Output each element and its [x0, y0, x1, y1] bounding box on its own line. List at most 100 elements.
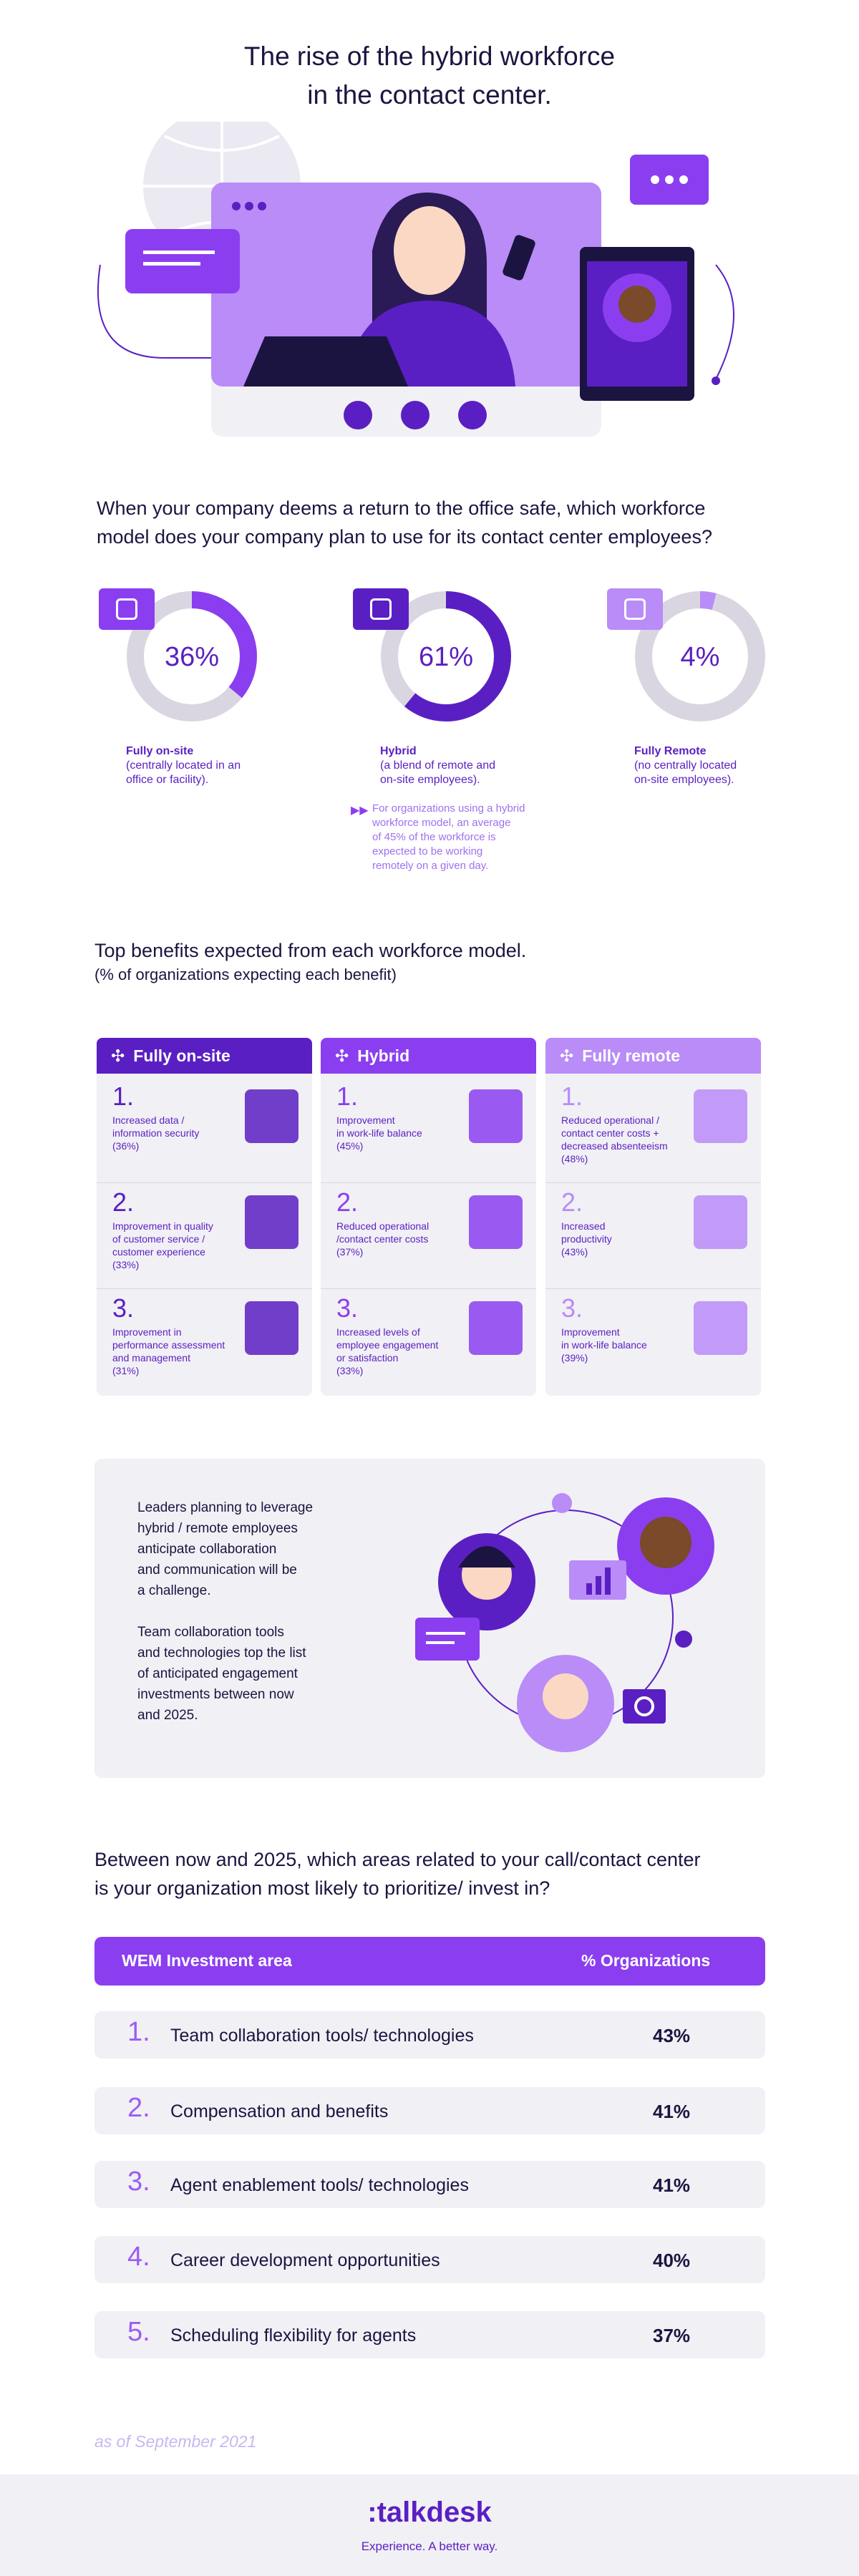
call-button-icon: [401, 401, 430, 429]
question-1: When your company deems a return to the …: [97, 497, 712, 548]
performance-chart-icon: [245, 1301, 299, 1355]
benefit-rank: 1.: [336, 1082, 359, 1111]
benefit-text: Increased data /information security(36%…: [112, 1114, 200, 1152]
card-header: ✣Hybrid: [321, 1038, 536, 1074]
benefit-rank: 3.: [112, 1293, 135, 1323]
donut-percent: 4%: [681, 642, 720, 672]
donut-segment: [381, 591, 511, 721]
lock-folder-icon: [245, 1089, 299, 1143]
row-rank: 5.: [127, 2317, 150, 2347]
card-header: ✣Fully on-site: [97, 1038, 312, 1074]
benefit-rank: 1.: [112, 1082, 135, 1111]
tagline: Experience. A better way.: [361, 2539, 498, 2553]
benefit-card: ✣Fully on-site 1. Increased data /informat…: [97, 1038, 312, 1396]
divider: [545, 1288, 761, 1289]
phone: [503, 235, 535, 281]
column-header-area: WEM Investment area: [122, 1951, 292, 1970]
row-label: Team collaboration tools/ technologies: [170, 2026, 474, 2046]
calendar-cost-icon: [694, 1089, 747, 1143]
divider: [545, 1182, 761, 1183]
footer: [0, 2474, 859, 2576]
balance-scale-icon: [469, 1089, 523, 1143]
row-percent: 41%: [653, 2101, 691, 2122]
customer-service-icon: [245, 1195, 299, 1249]
productivity-chart-icon: [694, 1195, 747, 1249]
date-note: as of September 2021: [94, 2432, 257, 2451]
row-percent: 43%: [653, 2025, 691, 2046]
card-header-icon: ✣: [335, 1046, 349, 1065]
benefits-heading: Top benefits expected from each workforc…: [94, 940, 527, 983]
row-label: Career development opportunities: [170, 2250, 440, 2270]
settings-gear-icon: [623, 1689, 666, 1724]
hybrid-note: ▶▶ For organizations using a hybrid work…: [351, 802, 580, 873]
benefit-rank: 2.: [336, 1187, 359, 1217]
donut-percent: 61%: [419, 642, 473, 672]
donut-percent: 36%: [165, 642, 219, 672]
benefit-rank: 3.: [336, 1293, 359, 1323]
donut-chart: 61%: [381, 591, 511, 721]
row-label: Compensation and benefits: [170, 2101, 389, 2121]
donut-chart: 36%: [127, 591, 257, 721]
card-header-icon: ✣: [111, 1046, 125, 1065]
smile-dot-icon: [675, 1630, 692, 1648]
row-rank: 1.: [127, 2017, 150, 2047]
headset-icon: [607, 588, 663, 630]
table-row: 2. Compensation and benefits 41%: [94, 2087, 765, 2134]
card-header: ✣Fully remote: [545, 1038, 761, 1074]
benefit-item: 2.Reduced operational/contact center cos…: [336, 1188, 536, 1293]
hero-illustration: [97, 122, 734, 437]
benefit-text: Reduced operational/contact center costs…: [336, 1220, 430, 1258]
chat-dot-icon: [552, 1493, 572, 1513]
donut-segment: [127, 591, 257, 721]
benefit-card: ✣Fully remote 1.Reduced operational /cont…: [545, 1038, 761, 1396]
donut-segment: [635, 591, 765, 721]
chat-button-icon: [344, 401, 372, 429]
collaboration-illustration: [415, 1493, 714, 1752]
cost-chart-icon: [469, 1195, 523, 1249]
row-rank: 2.: [127, 2093, 150, 2123]
talkdesk-logo[interactable]: :talkdesk: [367, 2497, 492, 2528]
double-arrow-icon: ▶▶: [351, 805, 369, 817]
donut-chart: 4%: [635, 591, 765, 721]
divider: [321, 1182, 536, 1183]
row-label: Agent enablement tools/ technologies: [170, 2175, 469, 2195]
divider: [97, 1182, 312, 1183]
benefit-item: 1. Increased data /information security(3…: [112, 1082, 312, 1187]
benefit-rank: 2.: [112, 1187, 135, 1217]
benefit-item: 1.Reduced operational /contact center co…: [561, 1082, 761, 1187]
globe-icon: [353, 588, 409, 630]
benefit-rank: 2.: [561, 1187, 583, 1217]
agent-face: [394, 206, 465, 295]
donut-1: 36% Fully on-site(centrally located in an…: [99, 587, 285, 787]
laptop: [243, 336, 408, 387]
row-percent: 37%: [653, 2325, 691, 2346]
divider: [97, 1288, 312, 1289]
table-header: WEM Investment area % Organizations: [94, 1937, 765, 1986]
balance-scale-icon: [694, 1301, 747, 1355]
hybrid-note-text: For organizations using a hybrid workfor…: [372, 802, 525, 872]
question-2: Between now and 2025, which areas relate…: [94, 1849, 701, 1899]
message-bubble-icon: [125, 229, 240, 293]
workforce-models: 36% Fully on-site(centrally located in an…: [99, 587, 786, 888]
message-icon: [415, 1618, 480, 1661]
mic-button-icon: [458, 401, 487, 429]
column-header-percent: % Organizations: [581, 1951, 711, 1970]
row-percent: 41%: [653, 2174, 691, 2196]
